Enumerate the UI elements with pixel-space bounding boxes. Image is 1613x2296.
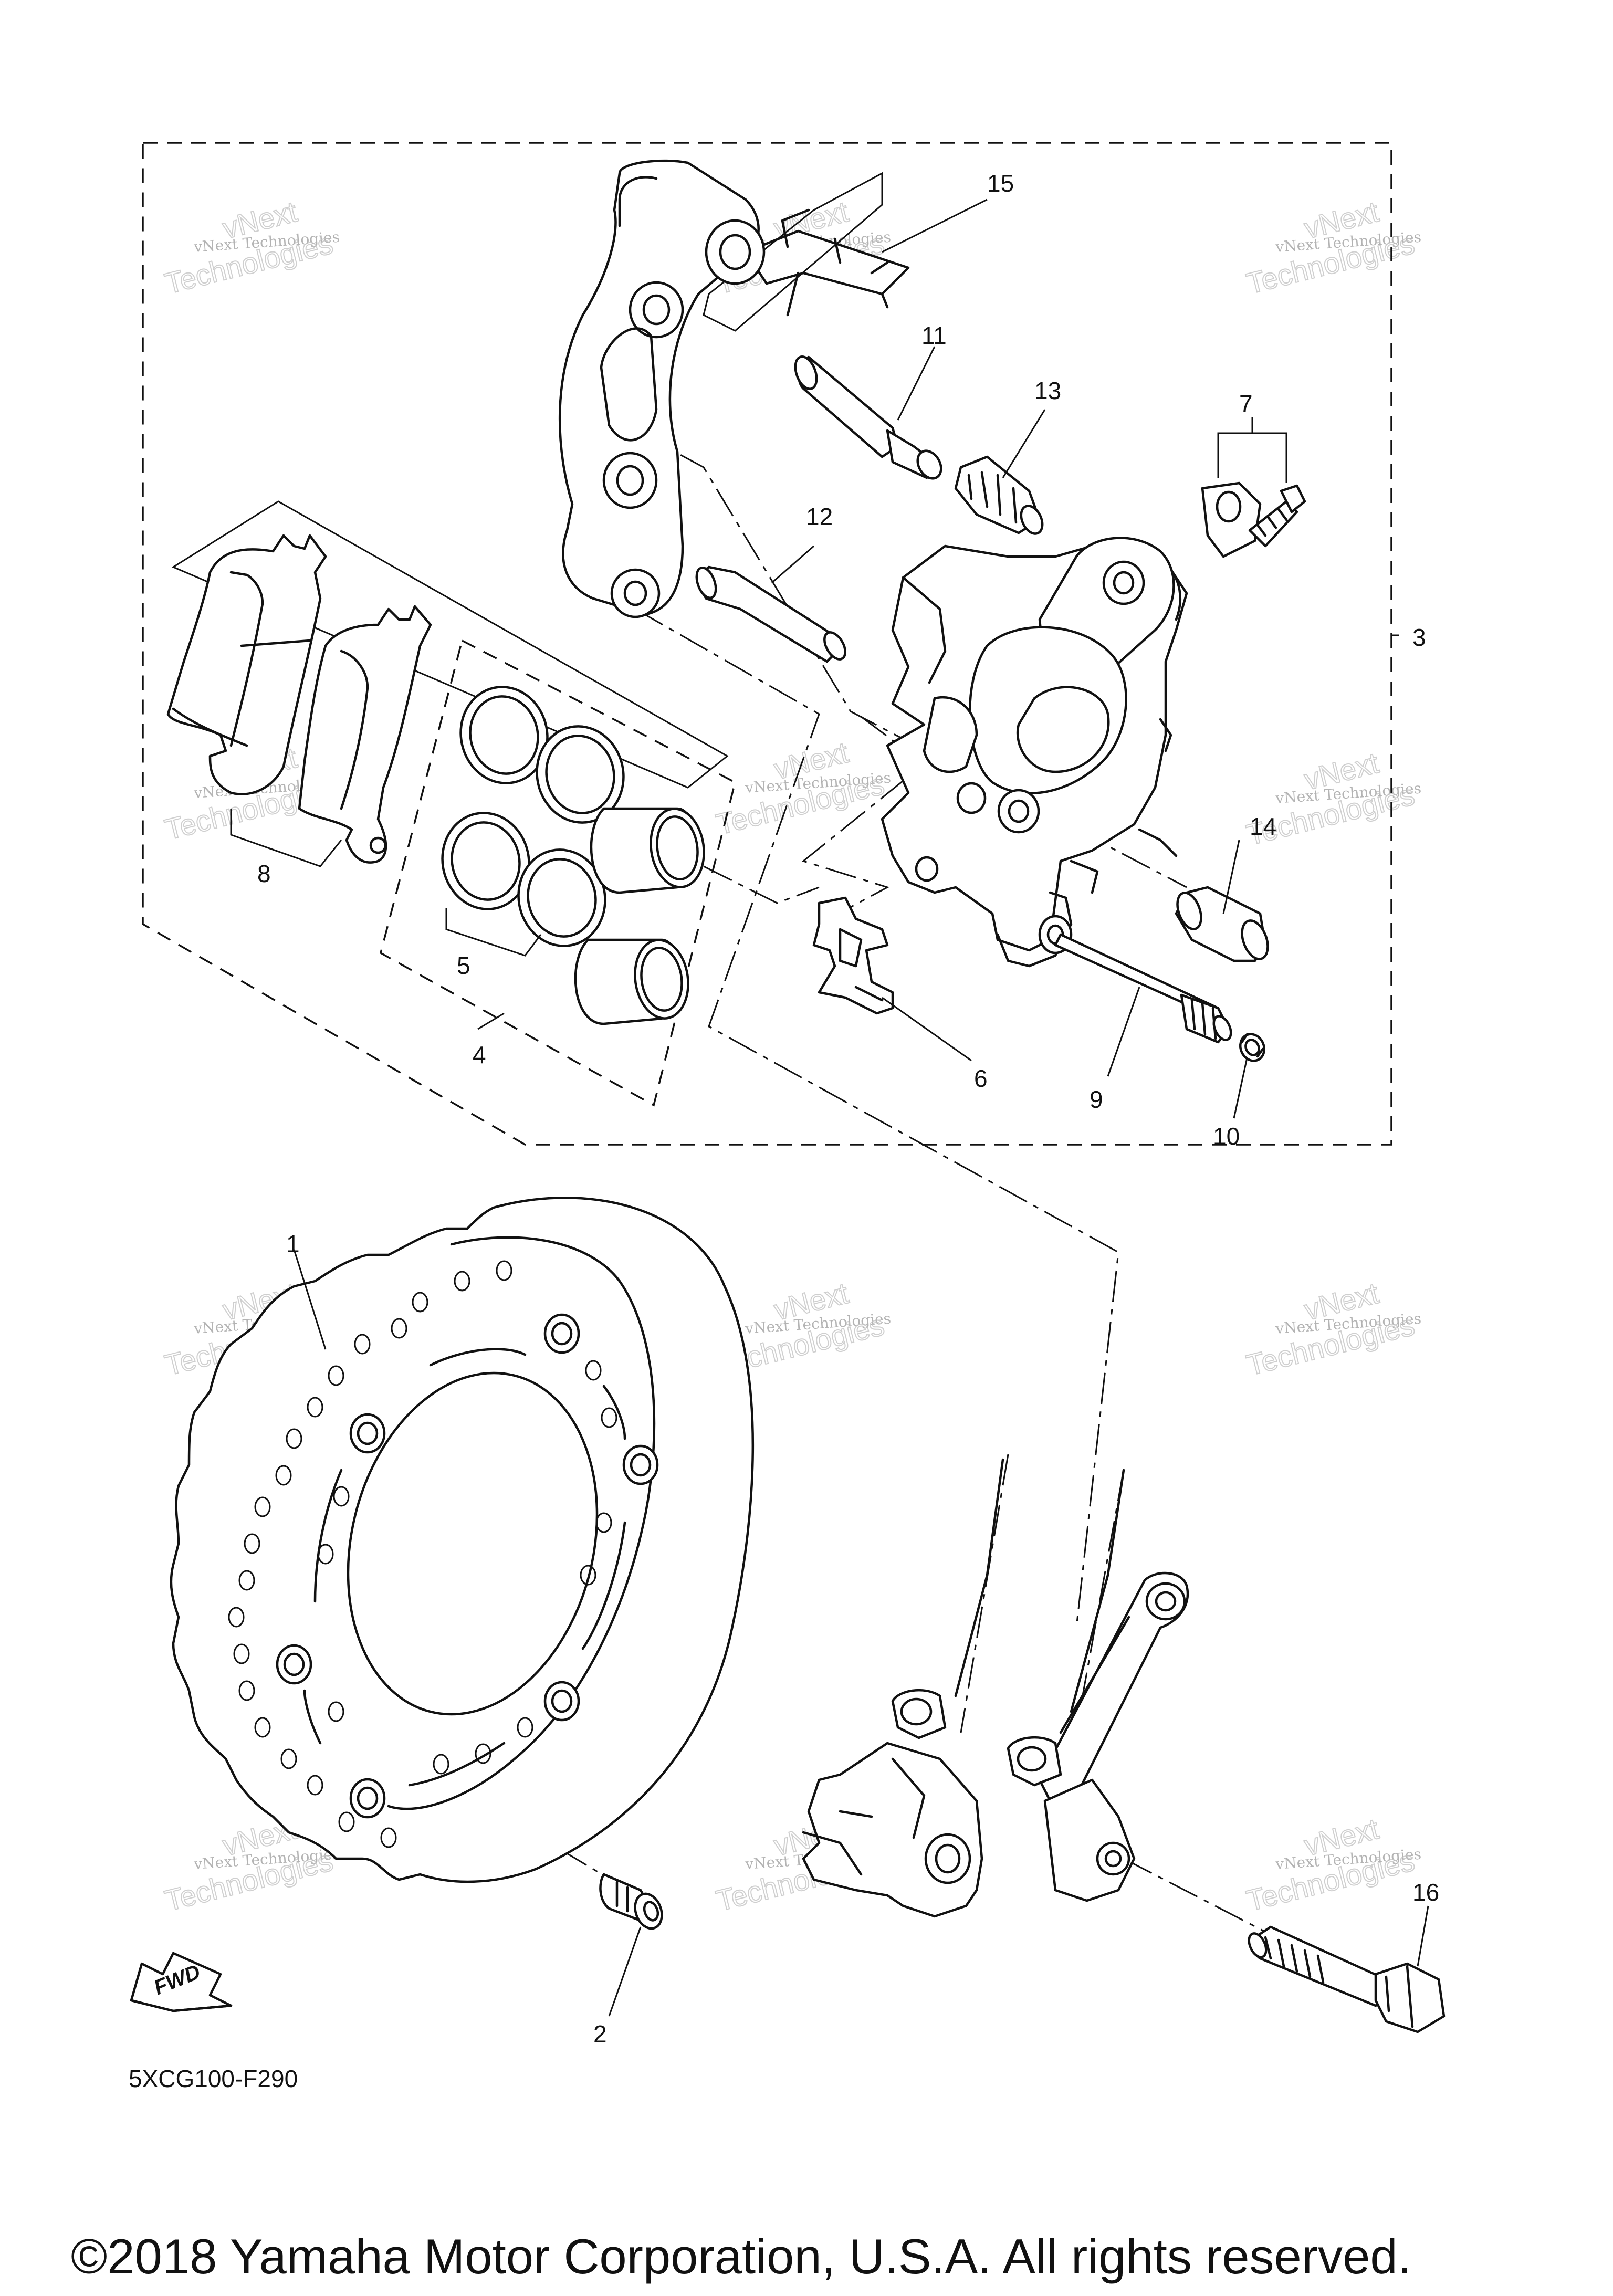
caliper-bracket — [558, 159, 766, 618]
piston-seals-5 — [441, 686, 625, 947]
pad-support-6 — [812, 896, 894, 1015]
forward-direction-badge: FWD — [130, 1952, 233, 2012]
callout-1: 1 — [286, 1230, 300, 1257]
watermark-row3-right: vNext Technologies vNext Technologies — [1243, 1276, 1422, 1382]
pin-boot-13 — [954, 455, 1044, 535]
slide-pin-12 — [695, 565, 846, 663]
seals-5-leader-box — [445, 908, 542, 957]
pin-boot-14 — [1175, 886, 1269, 962]
callout-13: 13 — [1034, 377, 1061, 404]
brake-pad-inner-8 — [298, 605, 432, 864]
callout-16: 16 — [1412, 1879, 1439, 1906]
pad-spring-15 — [744, 208, 910, 317]
callout-12: 12 — [806, 503, 833, 530]
callout-4: 4 — [473, 1041, 486, 1068]
callout-11: 11 — [921, 322, 947, 349]
fork-leg-and-mount — [802, 1458, 1189, 1918]
watermark-top-left: vNext Technologies vNext Technologies — [161, 194, 340, 301]
caliper-assembly-boundary — [142, 142, 1392, 1146]
watermark-row2-center: vNext Technologies vNext Technologies — [713, 735, 892, 842]
callout-15: 15 — [987, 170, 1014, 197]
disc-vent-holes — [228, 1260, 617, 1848]
callout-3: 3 — [1412, 624, 1426, 651]
callout-labels: 1 2 3 4 5 6 7 8 9 10 11 12 13 14 15 16 — [257, 170, 1439, 2048]
callout-5: 5 — [457, 952, 470, 979]
callout-9: 9 — [1090, 1086, 1103, 1113]
callout-8: 8 — [257, 860, 271, 887]
pad-spring-15-leader-box — [703, 172, 883, 332]
callout-2: 2 — [593, 2020, 607, 2048]
copyright-notice: ©2018 Yamaha Motor Corporation, U.S.A. A… — [71, 2229, 1411, 2284]
caliper-body — [881, 537, 1188, 968]
callout-7: 7 — [1239, 390, 1253, 417]
callout-6: 6 — [974, 1065, 988, 1092]
watermark-top-right: vNext Technologies vNext Technologies — [1243, 194, 1422, 301]
pistons-4 — [574, 807, 705, 1025]
seal-kit-boundary — [379, 639, 737, 1107]
slide-pin-11 — [794, 355, 942, 480]
caliper-bolt-16 — [1248, 1925, 1446, 2033]
callout-10: 10 — [1213, 1123, 1240, 1150]
leader-lines — [293, 198, 1429, 2017]
pad-pin-9 — [1054, 933, 1232, 1044]
brake-disc-1 — [170, 1197, 755, 1883]
bleeder-screw-7 — [1201, 481, 1306, 558]
brake-pad-8-leader-box — [230, 809, 342, 867]
callout-14: 14 — [1250, 813, 1276, 840]
brake-pad-outer-8 — [166, 534, 327, 795]
watermark-row4-right: vNext Technologies vNext Technologies — [1243, 1811, 1422, 1918]
diagram-code: 5XCG100-F290 — [129, 2065, 298, 2092]
disc-bolt-2 — [599, 1873, 663, 1930]
pin-plug-10 — [1239, 1033, 1266, 1062]
